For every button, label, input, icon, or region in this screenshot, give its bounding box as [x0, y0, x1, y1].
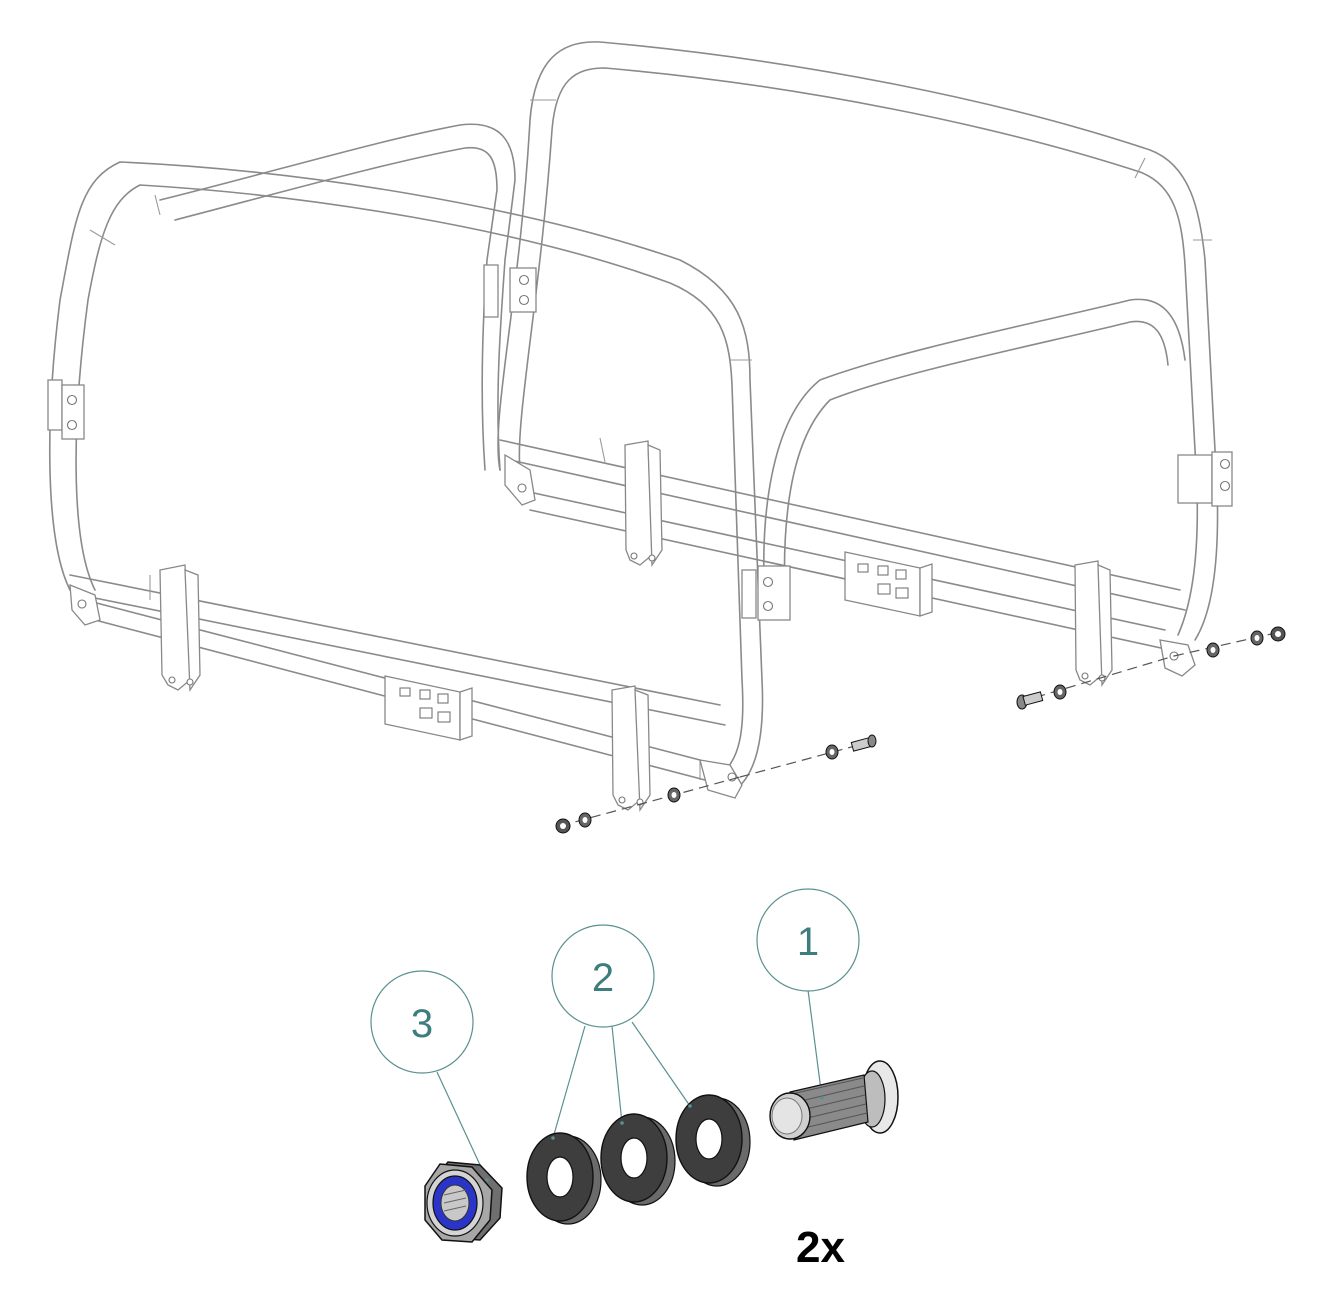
washer — [600, 1113, 676, 1206]
explode-lines — [559, 631, 1281, 827]
rear-sub-loop — [763, 298, 1186, 601]
washer — [526, 1132, 602, 1225]
frame-assembly — [47, 41, 1286, 834]
callout-number-3: 3 — [411, 1002, 433, 1046]
quantity-label: 2x — [796, 1223, 845, 1272]
callout-balloon-3: 3 — [370, 970, 474, 1074]
callout-number-2: 2 — [592, 956, 614, 1000]
front-sub-loop — [159, 123, 516, 471]
hinge-clamps — [47, 264, 1233, 621]
nylon-lock-nut — [424, 1161, 503, 1243]
washer — [675, 1094, 751, 1187]
hardware-detail: 1 2 3 — [370, 888, 899, 1272]
pivot-ends — [69, 453, 1196, 799]
mini-hardware — [555, 626, 1286, 834]
callout-number-1: 1 — [797, 920, 819, 964]
callout-balloon-1: 1 — [756, 888, 860, 992]
bracket-plates — [159, 440, 1113, 813]
bolt — [769, 1060, 899, 1141]
leader-lines — [436, 989, 823, 1181]
callout-balloon-2: 2 — [551, 924, 655, 1028]
rear-frame-loop — [497, 41, 1219, 641]
mini-bolt — [850, 734, 877, 752]
mini-bolt — [1016, 691, 1044, 710]
mounting-plates — [384, 551, 933, 741]
